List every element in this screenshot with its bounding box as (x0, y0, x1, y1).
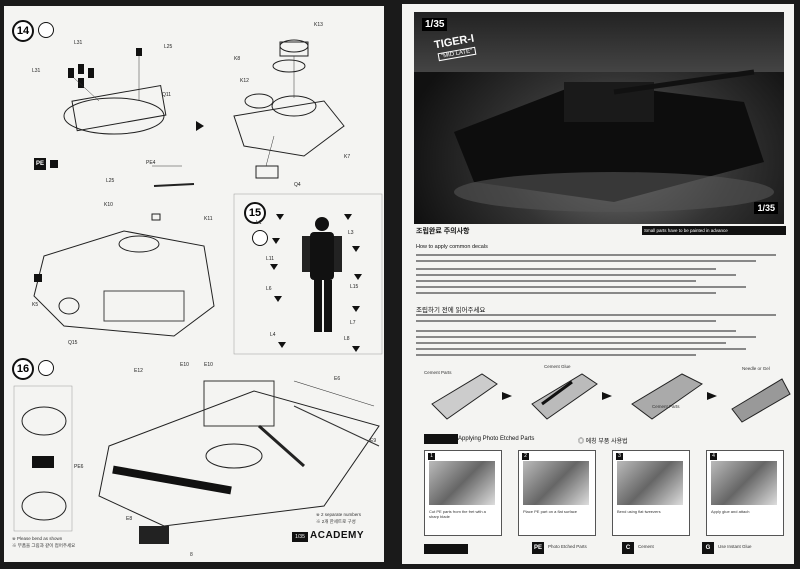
legend-badge (424, 544, 468, 554)
part-label: L3 (348, 230, 354, 236)
cement-icon (38, 360, 54, 376)
pe-icon: PE (34, 158, 46, 170)
part-label: L25 (106, 178, 115, 184)
part-label: K13 (314, 22, 323, 28)
legend-label: Cement (638, 544, 654, 549)
part-label: Q11 (162, 92, 172, 98)
assembly-diagram-lines (13, 39, 383, 544)
cement-icon: C (622, 542, 634, 554)
pe-section-title: Applying Photo Etched Parts (458, 436, 535, 442)
part-label: L25 (164, 44, 173, 50)
tank-silhouette (454, 69, 774, 212)
pe-step-card: 4 Apply glue and attach (706, 450, 784, 536)
part-label: K7 (344, 154, 351, 160)
part-label: E9 (370, 438, 377, 444)
part-label: L31 (32, 68, 41, 74)
part-label: E8 (126, 516, 133, 522)
pe-section-badge (424, 434, 458, 444)
part-label: L4 (270, 332, 276, 338)
page-number: 8 (190, 552, 193, 558)
part-label: E12 (134, 368, 143, 374)
diagram-label: Cement Glue (544, 364, 571, 369)
cement-icon (38, 22, 54, 38)
instruction-page-left: 14 15 16 L31 L31 L25 Q11 K13 K8 K12 L25 … (4, 6, 384, 562)
brand-logo: ACADEMY (310, 530, 365, 541)
caption-note: Small parts have to be painted in advanc… (642, 226, 786, 235)
caption-title: 조립완료 주의사항 (416, 228, 470, 235)
decal-section-title: How to apply common decals (416, 244, 488, 250)
legend-label: Photo Etched Parts (548, 544, 587, 549)
part-label: Q15 (68, 340, 78, 346)
part-label: L8 (344, 336, 350, 342)
part-label: L11 (266, 256, 274, 262)
legend-label: Use Instant Glue (718, 544, 752, 549)
bend-note-ko: ※ 부품을 그림과 같이 접어주세요 (12, 543, 76, 548)
cement-icon (252, 230, 268, 246)
pe-section-title-ko: ◎ 에칭 부품 사용법 (578, 439, 628, 445)
pe-step-card: 1 Cut PE parts from the fret with a shar… (424, 450, 502, 536)
diagram-label: Cement Parts (424, 370, 452, 375)
korean-section-title: 조립하기 전에 읽어주세요 (416, 307, 486, 314)
step-number-15: 15 (244, 202, 266, 224)
step-number-16: 16 (12, 358, 34, 380)
part-label: L1 (256, 220, 262, 226)
instruction-page-right: 1/35 TIGER-I "MID LATE" 1/35 조립완료 주의사항 S… (402, 4, 794, 564)
part-label: K11 (204, 216, 213, 222)
box-art-photo: 1/35 TIGER-I "MID LATE" 1/35 (414, 12, 784, 224)
pe-step-card: 2 Place PE part on a flat surface (518, 450, 596, 536)
part-label: E10 (204, 362, 213, 368)
part-label: K12 (240, 78, 249, 84)
part-label: Q4 (294, 182, 301, 188)
diagram-label: Cement Parts (652, 404, 680, 409)
brand-tag: 1/35 (754, 202, 778, 214)
part-label: E10 (180, 362, 189, 368)
part-label: L15 (350, 284, 359, 290)
instant-glue-icon: G (702, 542, 714, 554)
bend-note: ※ Please bend as shown (12, 536, 63, 541)
step-number-14: 14 (12, 20, 34, 42)
scale-badge: 1/35 (422, 18, 448, 31)
part-label: L6 (266, 286, 272, 292)
part-label: K10 (104, 202, 113, 208)
part-label: PE4 (146, 160, 156, 166)
part-label: K8 (234, 56, 241, 62)
glue-icon (50, 160, 58, 168)
part-label: L7 (350, 320, 356, 326)
pe-step-card: 3 Bend using flat tweezers (612, 450, 690, 536)
part-label: E6 (334, 376, 341, 382)
option-note: ※ 2 separate numbers (316, 512, 362, 517)
scale-badge-small: 1/35 (292, 532, 308, 542)
part-label: L31 (74, 40, 83, 46)
part-label: K5 (32, 302, 39, 308)
pe-icon: PE (532, 542, 544, 554)
part-label: PE6 (74, 464, 84, 470)
option-note-ko: ※ 2개 한세트로 구성 (316, 519, 356, 524)
diagram-label: Needle or Gel (742, 366, 770, 371)
decal-diagrams (431, 373, 791, 423)
